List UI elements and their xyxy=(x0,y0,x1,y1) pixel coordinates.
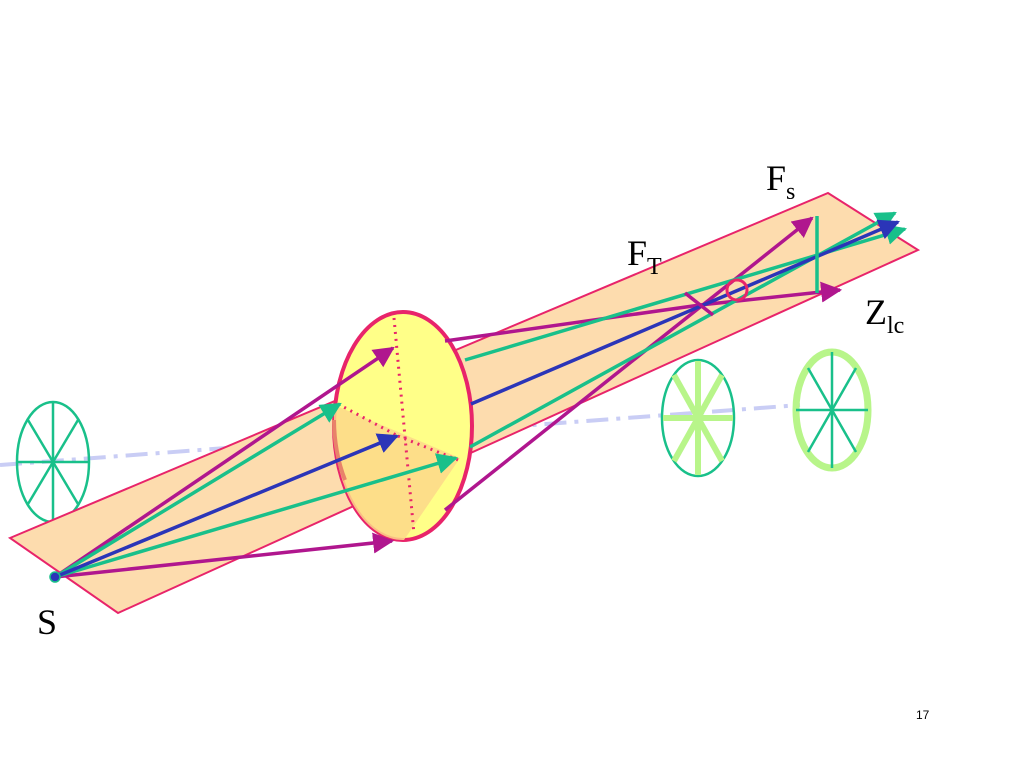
label-focal-t: FT xyxy=(627,233,662,280)
sagittal-rays xyxy=(54,216,843,579)
object-wheel xyxy=(15,400,91,524)
source-dot xyxy=(49,571,61,583)
lens-plane-overlap xyxy=(333,405,460,541)
lens-axes xyxy=(337,317,459,535)
label-focal-s: Fs xyxy=(766,158,795,205)
chief-ray xyxy=(54,219,900,579)
tangential-focus-mark xyxy=(683,291,715,317)
optical-axis xyxy=(0,403,801,467)
label-source: S xyxy=(37,602,57,642)
tangential-image-wheel xyxy=(660,358,736,478)
sagittal-image-wheel xyxy=(792,348,872,472)
slide-number: 17 xyxy=(916,708,930,722)
lens-edge-accent xyxy=(332,419,347,481)
least-confusion-circle xyxy=(725,278,749,302)
label-least-confusion: Zlc xyxy=(865,292,904,339)
